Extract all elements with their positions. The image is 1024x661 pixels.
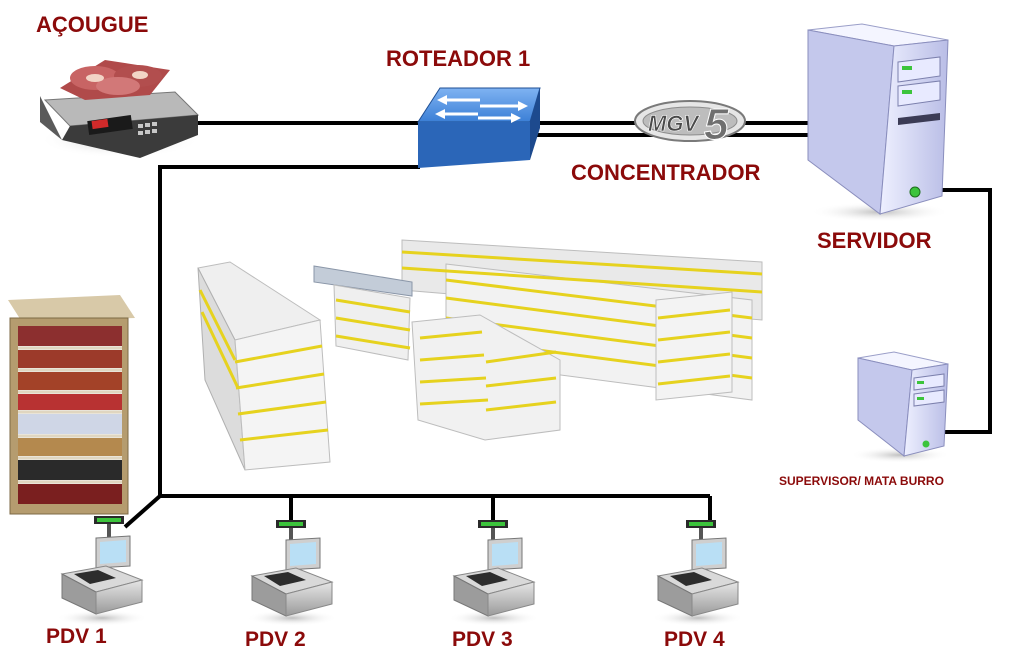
router-icon xyxy=(417,87,541,168)
label-pdv-2: PDV 2 xyxy=(245,628,306,651)
server-tower-icon xyxy=(807,23,950,222)
store-shelves-illustration xyxy=(197,239,763,471)
svg-text:MGV: MGV xyxy=(648,111,700,136)
pos-terminal-icon-4 xyxy=(652,520,744,626)
label-roteador: ROTEADOR 1 xyxy=(386,46,531,71)
label-pdv-4: PDV 4 xyxy=(664,628,725,651)
cable-router-left-trunk xyxy=(158,165,420,496)
meat-scale-icon xyxy=(40,60,200,158)
pos-terminal-icon-2 xyxy=(246,520,338,626)
svg-text:5: 5 xyxy=(704,100,729,149)
label-servidor: SERVIDOR xyxy=(817,228,932,253)
label-acougue: AÇOUGUE xyxy=(36,12,149,37)
cable-server-supervisor xyxy=(942,188,992,434)
label-concentrador: CONCENTRADOR xyxy=(571,160,761,185)
mgv5-logo: MGV 5 xyxy=(634,100,746,150)
pos-terminal-icon-3 xyxy=(448,520,540,626)
cooler-shelves xyxy=(18,326,122,504)
workstation-tower-icon xyxy=(850,351,950,463)
label-pdv-3: PDV 3 xyxy=(452,628,513,651)
beverage-cooler-icon xyxy=(8,295,135,515)
cable-bus-pdv1 xyxy=(123,494,162,529)
label-supervisor: SUPERVISOR/ MATA BURRO xyxy=(779,474,944,488)
label-pdv-1: PDV 1 xyxy=(46,625,107,648)
pos-terminal-icon-1 xyxy=(56,516,148,626)
